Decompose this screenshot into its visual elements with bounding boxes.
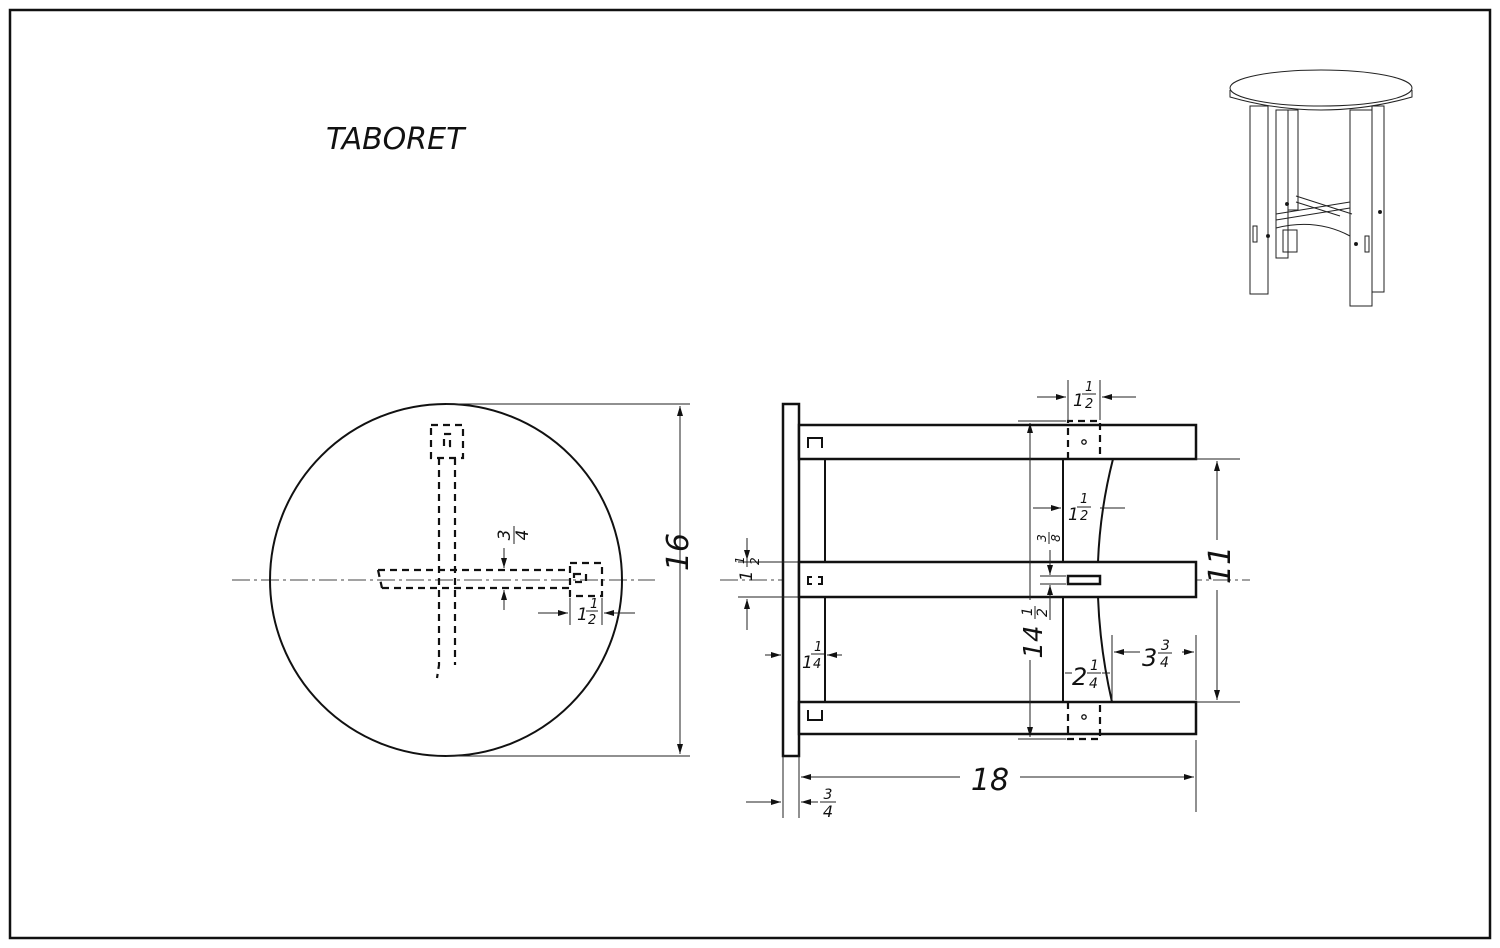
dim-top-diameter: 16	[661, 533, 696, 571]
leg-middle	[797, 560, 1198, 599]
svg-text:2: 2	[1072, 663, 1087, 691]
svg-text:4: 4	[813, 657, 821, 672]
svg-text:2: 2	[1035, 608, 1051, 617]
perspective-sketch	[1229, 69, 1413, 307]
svg-text:4: 4	[1160, 655, 1169, 671]
svg-text:3: 3	[495, 530, 515, 541]
mortise-slot	[1066, 574, 1102, 586]
dim-leg-offset: 1 1 2	[577, 597, 598, 628]
svg-text:3: 3	[824, 787, 833, 803]
svg-text:1: 1	[802, 653, 813, 673]
drawing-title: TABORET	[326, 122, 467, 157]
svg-text:4: 4	[823, 802, 833, 821]
svg-text:1: 1	[1068, 505, 1079, 525]
hidden-rails	[376, 423, 604, 679]
sheet-border	[8, 8, 1492, 940]
dim-foot-width: 2 1 4	[1072, 658, 1101, 692]
dim-spread: 14 1 2	[1019, 606, 1051, 659]
dim-rail-height: 1 1 2	[733, 555, 762, 581]
dim-rail-width: 3 4	[495, 526, 533, 544]
svg-text:1: 1	[814, 640, 822, 655]
svg-text:1: 1	[1073, 391, 1084, 411]
dim-foot-length: 3 3 4	[1142, 638, 1172, 672]
dim-leg-inset: 1 1 4	[802, 640, 824, 673]
svg-text:1: 1	[1085, 380, 1093, 395]
svg-text:4: 4	[1089, 676, 1098, 692]
dim-height: 18	[971, 763, 1009, 798]
dim-inner-span: 11	[1203, 546, 1238, 584]
svg-text:14: 14	[1019, 625, 1049, 658]
dim-leg-width-mid: 1 1 2	[1068, 492, 1091, 525]
leg-bottom	[797, 700, 1198, 736]
svg-text:1: 1	[737, 571, 757, 582]
svg-text:8: 8	[1049, 534, 1063, 542]
svg-text:1: 1	[733, 556, 747, 564]
dim-top-thickness: 3 4	[820, 787, 836, 821]
svg-text:1: 1	[1090, 658, 1099, 674]
svg-text:1: 1	[1020, 607, 1036, 616]
dim-leg-width-top: 1 1 2	[1073, 380, 1096, 412]
table-top	[781, 402, 801, 758]
svg-text:2: 2	[748, 557, 762, 565]
svg-text:3: 3	[1142, 644, 1157, 672]
svg-text:1: 1	[1080, 492, 1088, 507]
svg-text:2: 2	[1080, 509, 1088, 524]
plan-view: 3 4 1 1 2	[232, 403, 655, 757]
side-view: 1 1 2 1 1 2 3 8 14 1 2	[720, 380, 1250, 821]
svg-text:3: 3	[1035, 534, 1049, 542]
svg-text:2: 2	[1085, 397, 1093, 412]
svg-text:1: 1	[577, 605, 588, 625]
dim-mortise: 3 8	[1035, 532, 1063, 544]
svg-text:4: 4	[513, 530, 533, 541]
svg-text:2: 2	[588, 613, 596, 628]
leg-top	[797, 423, 1198, 461]
svg-text:3: 3	[1161, 638, 1170, 654]
svg-text:1: 1	[590, 597, 598, 612]
